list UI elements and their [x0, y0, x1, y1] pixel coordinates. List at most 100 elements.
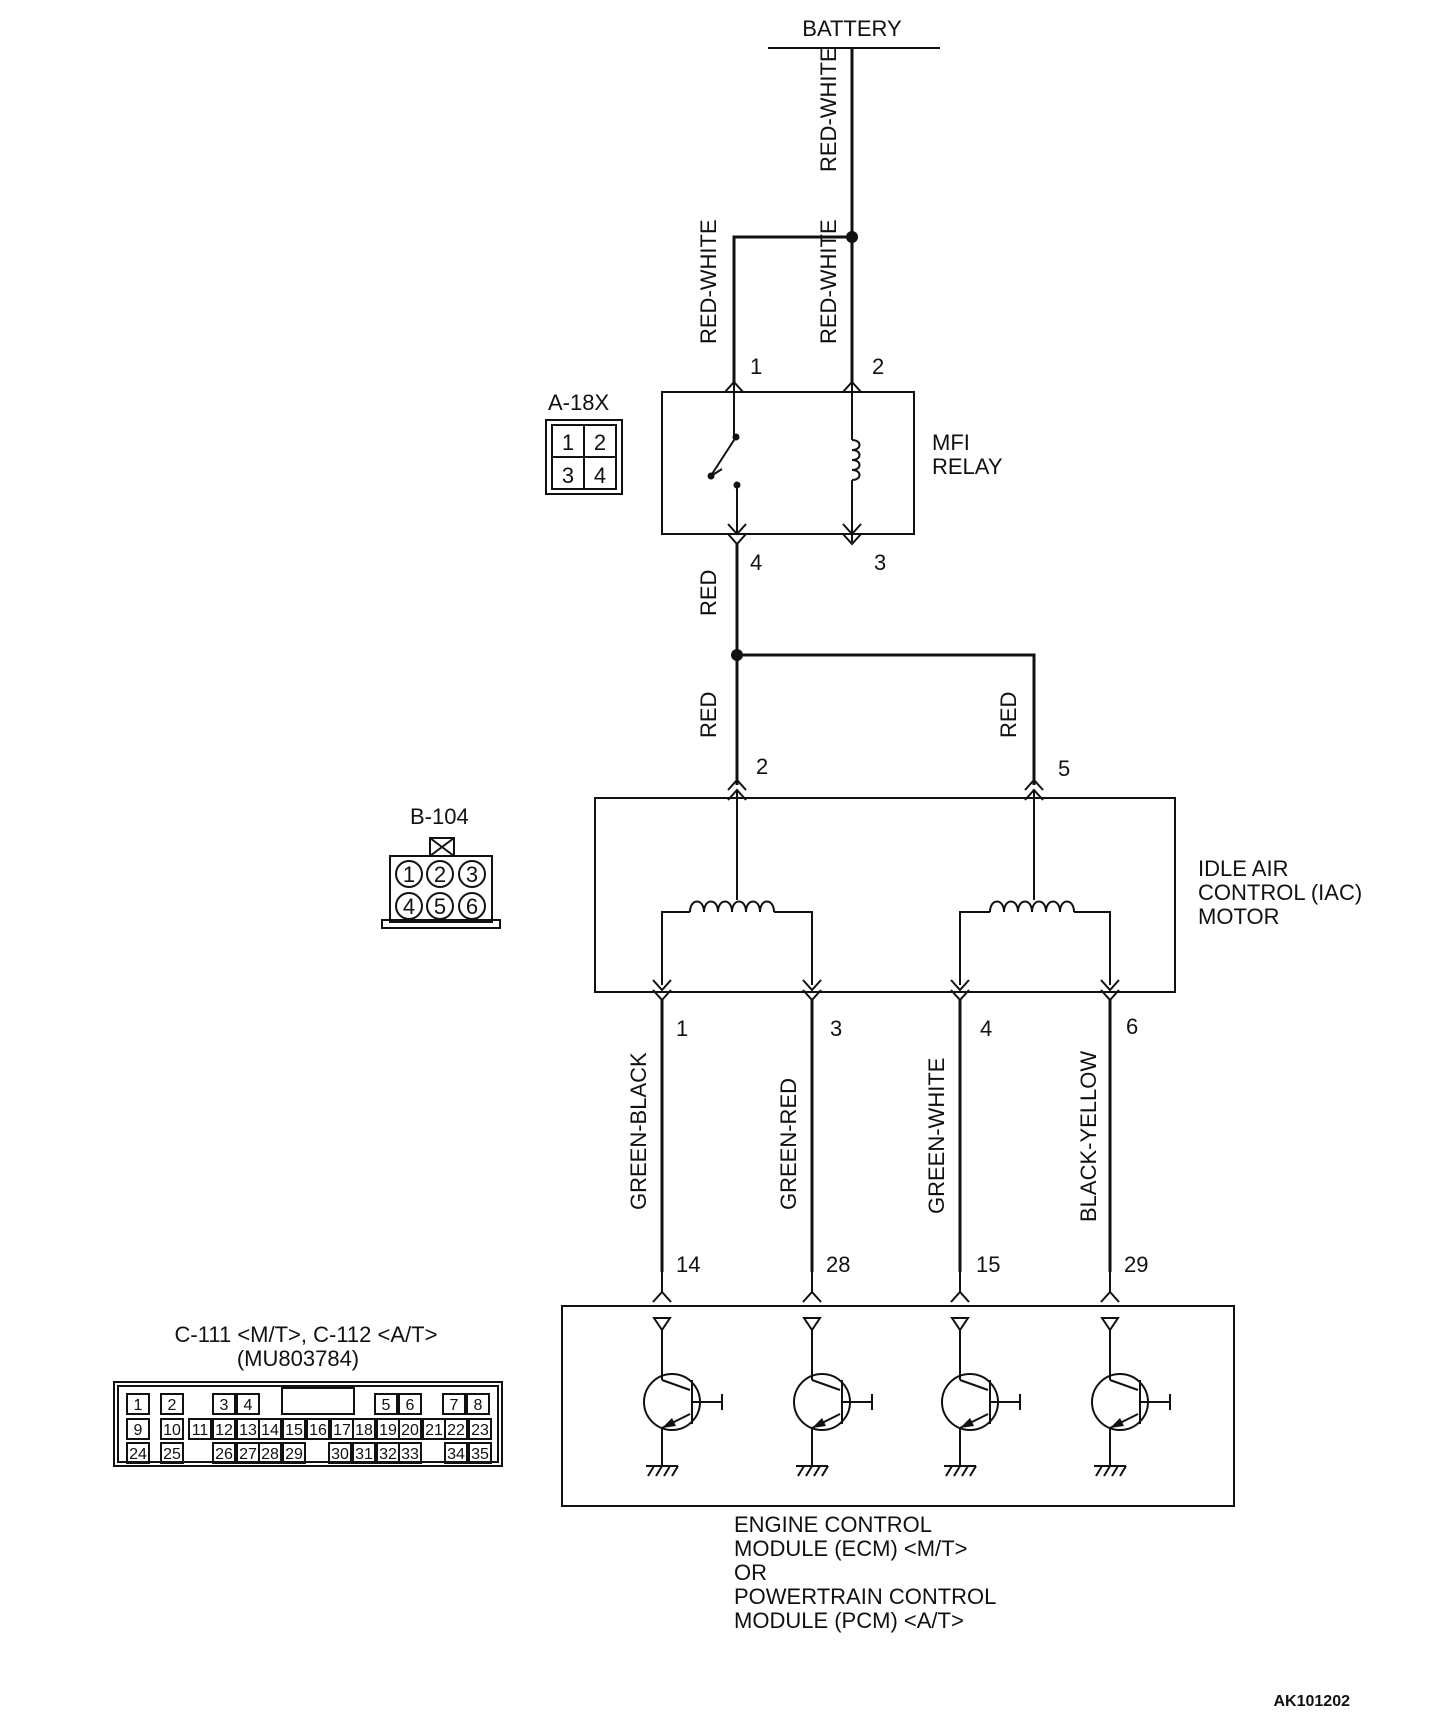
- connector-c111-cell: [126, 1418, 150, 1440]
- connector-b104-pin-ring-2: [426, 860, 454, 888]
- wire-color-iac-pin4: GREEN-WHITE: [924, 1058, 949, 1214]
- connector-c111-pin: 16: [309, 1422, 327, 1439]
- connector-c111-cell: [126, 1442, 150, 1464]
- connector-c111-pin: 5: [382, 1397, 391, 1414]
- ecm-transistor-2: [793, 1272, 873, 1477]
- connector-b104-pin-2: 2: [434, 862, 446, 887]
- connector-b104-pin-ring-4: [395, 892, 423, 920]
- connector-c111-cell: [212, 1393, 236, 1415]
- connector-c111-cell: [236, 1393, 260, 1415]
- relay-pin-3: 3: [874, 550, 886, 575]
- iac-left-coil-lead-b: [774, 911, 813, 985]
- ecm-transistor-3: [941, 1272, 1021, 1477]
- connector-c111-cell: [282, 1442, 306, 1464]
- connector-c111-pin: 22: [447, 1422, 465, 1439]
- connector-c111-pin: 33: [401, 1446, 419, 1463]
- connector-arrow-ecm-15: [950, 1290, 970, 1303]
- relay-switch-lead: [710, 468, 723, 477]
- connector-b104-pin-5: 5: [434, 894, 446, 919]
- connector-b104-outline: [389, 855, 493, 923]
- connector-c111-pin: 20: [401, 1422, 419, 1439]
- connector-c111-pin: 34: [447, 1446, 465, 1463]
- connector-arrow-iac-4: [950, 979, 970, 992]
- connector-c111-pin: 19: [379, 1422, 397, 1439]
- iac-left-coil-icon: [689, 900, 775, 913]
- iac-right-coil-lead-b: [1074, 911, 1111, 985]
- iac-pin5-feed-wire: [737, 653, 1036, 785]
- connector-c111-cell: [212, 1442, 236, 1464]
- connector-b104-label: B-104: [410, 804, 469, 829]
- iac-right-coil-icon: [989, 900, 1075, 913]
- iac-right-coil-lead-a: [959, 911, 990, 985]
- connector-a18x-pin-1: 1: [562, 430, 574, 455]
- connector-c111-cell: [258, 1442, 282, 1464]
- ecm-pin-14: 14: [676, 1252, 700, 1277]
- connector-c111-pin: 17: [333, 1422, 351, 1439]
- connector-c111-pin: 24: [129, 1446, 147, 1463]
- connector-c111-pin: 14: [261, 1422, 279, 1439]
- connector-c111-cell: [442, 1393, 466, 1415]
- connector-arrow-iac-1: [652, 979, 672, 992]
- wire-color-iac-pin2: RED: [696, 692, 721, 738]
- connector-c111-label-line1: C-111 <M/T>, C-112 <A/T>: [175, 1322, 438, 1347]
- ecm-pin-29: 29: [1124, 1252, 1148, 1277]
- connector-c111-cell: [212, 1418, 236, 1440]
- relay-label-line2: RELAY: [932, 454, 1003, 479]
- connector-b104-pin-4: 4: [403, 894, 415, 919]
- connector-c111-pin: 8: [474, 1397, 483, 1414]
- connector-c111-pin: 28: [261, 1446, 279, 1463]
- connector-arrow-relay-4: [727, 533, 747, 546]
- connector-c111-key-slot: [281, 1387, 355, 1415]
- connector-c111-cell: [466, 1393, 490, 1415]
- connector-c111-pin: 12: [215, 1422, 233, 1439]
- iac-pin-4: 4: [980, 1016, 992, 1041]
- connector-c111-cell: [328, 1442, 352, 1464]
- connector-c111-cell: [398, 1442, 422, 1464]
- iac-label-line1: IDLE AIR: [1198, 856, 1288, 881]
- connector-a18x-pin-4: 4: [594, 463, 606, 488]
- connector-c111-cell: [188, 1418, 212, 1440]
- connector-c111-pin: 35: [471, 1446, 489, 1463]
- connector-c111-cell: [468, 1418, 492, 1440]
- connector-c111-inner: [117, 1385, 499, 1463]
- iac-pin-6: 6: [1126, 1014, 1138, 1039]
- connector-c111-pin: 9: [134, 1422, 143, 1439]
- connector-c111-pin: 21: [425, 1422, 443, 1439]
- connector-a18x-pin-3: 3: [562, 463, 574, 488]
- iac-left-coil-lead-a: [661, 911, 690, 985]
- mfi-relay-box: [661, 391, 915, 535]
- relay-pin-4: 4: [750, 550, 762, 575]
- ecm-transistor-1: [643, 1272, 723, 1477]
- connector-arrow-iac-6: [1100, 979, 1120, 992]
- connector-c111-cell: [160, 1418, 184, 1440]
- ecm-label-line5: MODULE (PCM) <A/T>: [734, 1608, 964, 1633]
- ecm-label-line1: ENGINE CONTROL: [734, 1512, 932, 1537]
- relay-pin-2: 2: [872, 354, 884, 379]
- iac-pin-3: 3: [830, 1016, 842, 1041]
- wire-color-iac-pin3: GREEN-RED: [776, 1078, 801, 1210]
- connector-arrow-ecm-28: [802, 1290, 822, 1303]
- connector-c111-pin: 32: [379, 1446, 397, 1463]
- ecm-label-line2: MODULE (ECM) <M/T>: [734, 1536, 967, 1561]
- connector-c111-pin: 25: [163, 1446, 181, 1463]
- connector-c111-pin: 15: [285, 1422, 303, 1439]
- iac-pin-1: 1: [676, 1016, 688, 1041]
- connector-c111-pin: 27: [239, 1446, 257, 1463]
- connector-arrow-relay-3: [842, 533, 862, 546]
- connector-b104-base: [381, 919, 501, 929]
- ecm-label-line3: OR: [734, 1560, 767, 1585]
- iac-label-line3: MOTOR: [1198, 904, 1279, 929]
- connector-arrow-iac-2: [727, 778, 747, 791]
- relay-label-line1: MFI: [932, 430, 970, 455]
- connector-c111-cell: [444, 1442, 468, 1464]
- connector-c111-pin: 7: [450, 1397, 459, 1414]
- connector-c111-cell: [468, 1442, 492, 1464]
- connector-c111-cell: [160, 1393, 184, 1415]
- connector-b104-pin-ring-3: [458, 860, 486, 888]
- connector-b104-pin-ring-5: [426, 892, 454, 920]
- battery-label: BATTERY: [802, 16, 902, 41]
- relay-pin-1: 1: [750, 354, 762, 379]
- connector-arrow-relay-3-b: [842, 523, 862, 536]
- connector-b104-pin-6: 6: [466, 894, 478, 919]
- connector-c111-cell: [282, 1418, 306, 1440]
